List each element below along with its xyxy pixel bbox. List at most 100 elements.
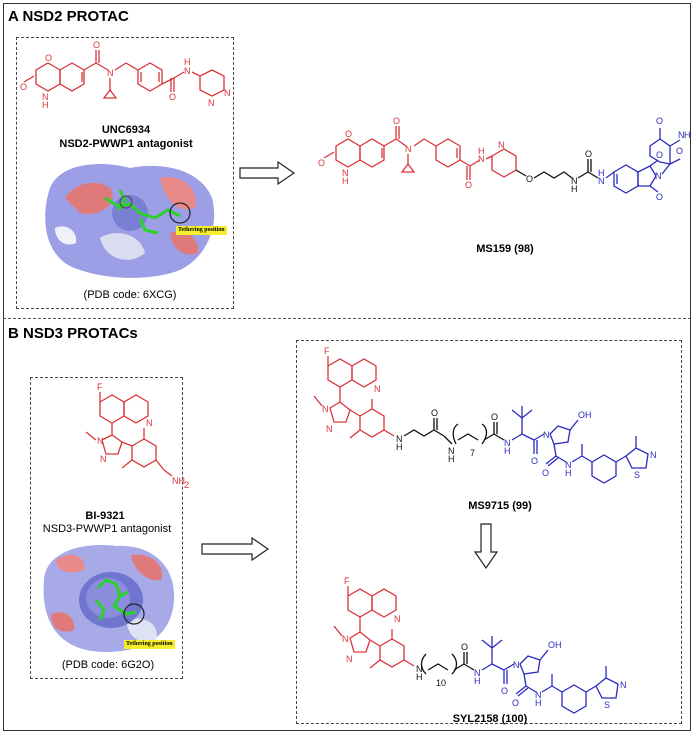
svg-text:O: O bbox=[431, 408, 438, 418]
svg-text:O: O bbox=[656, 192, 663, 202]
unc6934-name: UNC6934 bbox=[101, 124, 151, 136]
svg-text:OH: OH bbox=[578, 410, 592, 420]
svg-text:N: N bbox=[543, 430, 550, 440]
svg-text:N: N bbox=[394, 614, 401, 624]
svg-text:F: F bbox=[97, 382, 103, 392]
svg-text:N: N bbox=[498, 140, 505, 150]
svg-text:N: N bbox=[678, 130, 685, 140]
svg-text:H: H bbox=[42, 100, 49, 110]
svg-text:H: H bbox=[416, 672, 423, 682]
bi9321-description: NSD3-PWWP1 antagonist bbox=[42, 523, 172, 535]
svg-text:O: O bbox=[656, 150, 663, 160]
svg-text:H: H bbox=[184, 57, 191, 67]
pdb-code-6xcg: (PDB code: 6XCG) bbox=[83, 289, 177, 301]
svg-text:N: N bbox=[535, 690, 542, 700]
bi9321-box bbox=[30, 377, 183, 679]
nsd3-protacs-box bbox=[296, 340, 682, 724]
tethering-label-b: Tethering position bbox=[124, 640, 175, 649]
svg-text:H: H bbox=[342, 176, 349, 186]
svg-text:NH: NH bbox=[172, 476, 185, 486]
svg-text:O: O bbox=[20, 82, 27, 92]
arrow-down bbox=[473, 523, 499, 570]
svg-text:N: N bbox=[184, 66, 191, 76]
svg-text:N: N bbox=[504, 438, 511, 448]
svg-text:N: N bbox=[478, 154, 485, 164]
svg-text:N: N bbox=[565, 460, 572, 470]
svg-text:O: O bbox=[526, 174, 533, 184]
svg-text:H: H bbox=[448, 454, 455, 464]
svg-text:N: N bbox=[322, 404, 329, 414]
figure-frame bbox=[3, 3, 691, 731]
svg-text:O: O bbox=[501, 686, 508, 696]
svg-text:2: 2 bbox=[184, 480, 189, 490]
svg-text:N: N bbox=[416, 664, 423, 674]
svg-text:O: O bbox=[531, 456, 538, 466]
svg-text:O: O bbox=[542, 468, 549, 478]
syl2158-name: SYL2158 (100) bbox=[452, 713, 528, 725]
ms159-name: MS159 (98) bbox=[476, 243, 534, 255]
svg-text:OH: OH bbox=[548, 640, 562, 650]
svg-text:O: O bbox=[656, 116, 663, 126]
linker2-repeat-count: 10 bbox=[436, 678, 446, 688]
section-divider bbox=[3, 318, 691, 319]
tethering-label-a: Tethering position bbox=[176, 226, 227, 235]
arrow-a bbox=[239, 160, 296, 186]
svg-text:F: F bbox=[324, 346, 330, 356]
bi9321-name: BI-9321 bbox=[85, 510, 125, 522]
syl2158-structure: F N N N N H 10 O N H O N OH O N H N S bbox=[333, 576, 627, 714]
svg-text:N: N bbox=[224, 88, 231, 98]
svg-text:N: N bbox=[42, 92, 49, 102]
ms159-structure: O O N H O N O N H N O N H O N H O O N O … bbox=[318, 116, 691, 202]
svg-text:O: O bbox=[393, 116, 400, 126]
svg-text:O: O bbox=[318, 158, 325, 168]
svg-text:N: N bbox=[146, 418, 153, 428]
svg-text:N: N bbox=[100, 454, 107, 464]
unc6934-box bbox=[16, 37, 234, 309]
nsd3-pocket-surface bbox=[43, 545, 175, 652]
svg-text:H: H bbox=[396, 442, 403, 452]
svg-text:N: N bbox=[448, 446, 455, 456]
svg-text:N: N bbox=[326, 424, 333, 434]
unc6934-structure: O O N H O N O N H N N bbox=[20, 40, 231, 110]
svg-text:H: H bbox=[535, 698, 542, 708]
svg-text:N: N bbox=[513, 660, 520, 670]
ms9715-structure: F N N N N H O N H 7 O N H O N OH O N H bbox=[313, 346, 657, 484]
linker1-repeat-count: 7 bbox=[470, 448, 475, 458]
nsd2-pocket-surface bbox=[45, 164, 215, 278]
svg-text:O: O bbox=[491, 412, 498, 422]
svg-text:N: N bbox=[571, 176, 578, 186]
bi9321-structure: F N N N NH 2 bbox=[85, 382, 189, 490]
svg-text:N: N bbox=[655, 171, 662, 181]
svg-text:O: O bbox=[465, 180, 472, 190]
pdb-code-6g2o: (PDB code: 6G2O) bbox=[61, 659, 155, 671]
svg-text:N: N bbox=[650, 450, 657, 460]
svg-text:N: N bbox=[620, 680, 627, 690]
svg-text:H: H bbox=[598, 168, 605, 178]
section-a-title: A NSD2 PROTAC bbox=[8, 8, 129, 25]
svg-text:O: O bbox=[345, 129, 352, 139]
svg-text:S: S bbox=[634, 470, 640, 480]
svg-text:H: H bbox=[478, 146, 485, 156]
svg-text:N: N bbox=[405, 144, 412, 154]
section-b-title: B NSD3 PROTACs bbox=[8, 325, 138, 342]
svg-text:N: N bbox=[346, 654, 353, 664]
svg-text:N: N bbox=[97, 436, 104, 446]
svg-text:N: N bbox=[474, 668, 481, 678]
svg-text:F: F bbox=[344, 576, 350, 586]
svg-text:S: S bbox=[604, 700, 610, 710]
svg-text:H: H bbox=[474, 676, 481, 686]
svg-text:N: N bbox=[374, 384, 381, 394]
unc6934-description: NSD2-PWWP1 antagonist bbox=[59, 138, 193, 150]
svg-text:H: H bbox=[504, 446, 511, 456]
svg-text:N: N bbox=[342, 168, 349, 178]
svg-text:N: N bbox=[107, 68, 114, 78]
svg-text:O: O bbox=[93, 40, 100, 50]
svg-text:N: N bbox=[208, 98, 215, 108]
svg-text:O: O bbox=[45, 53, 52, 63]
svg-text:O: O bbox=[512, 698, 519, 708]
svg-text:O: O bbox=[461, 642, 468, 652]
svg-text:H: H bbox=[571, 184, 578, 194]
svg-text:N: N bbox=[598, 176, 605, 186]
svg-text:H: H bbox=[684, 130, 691, 140]
svg-text:N: N bbox=[396, 434, 403, 444]
